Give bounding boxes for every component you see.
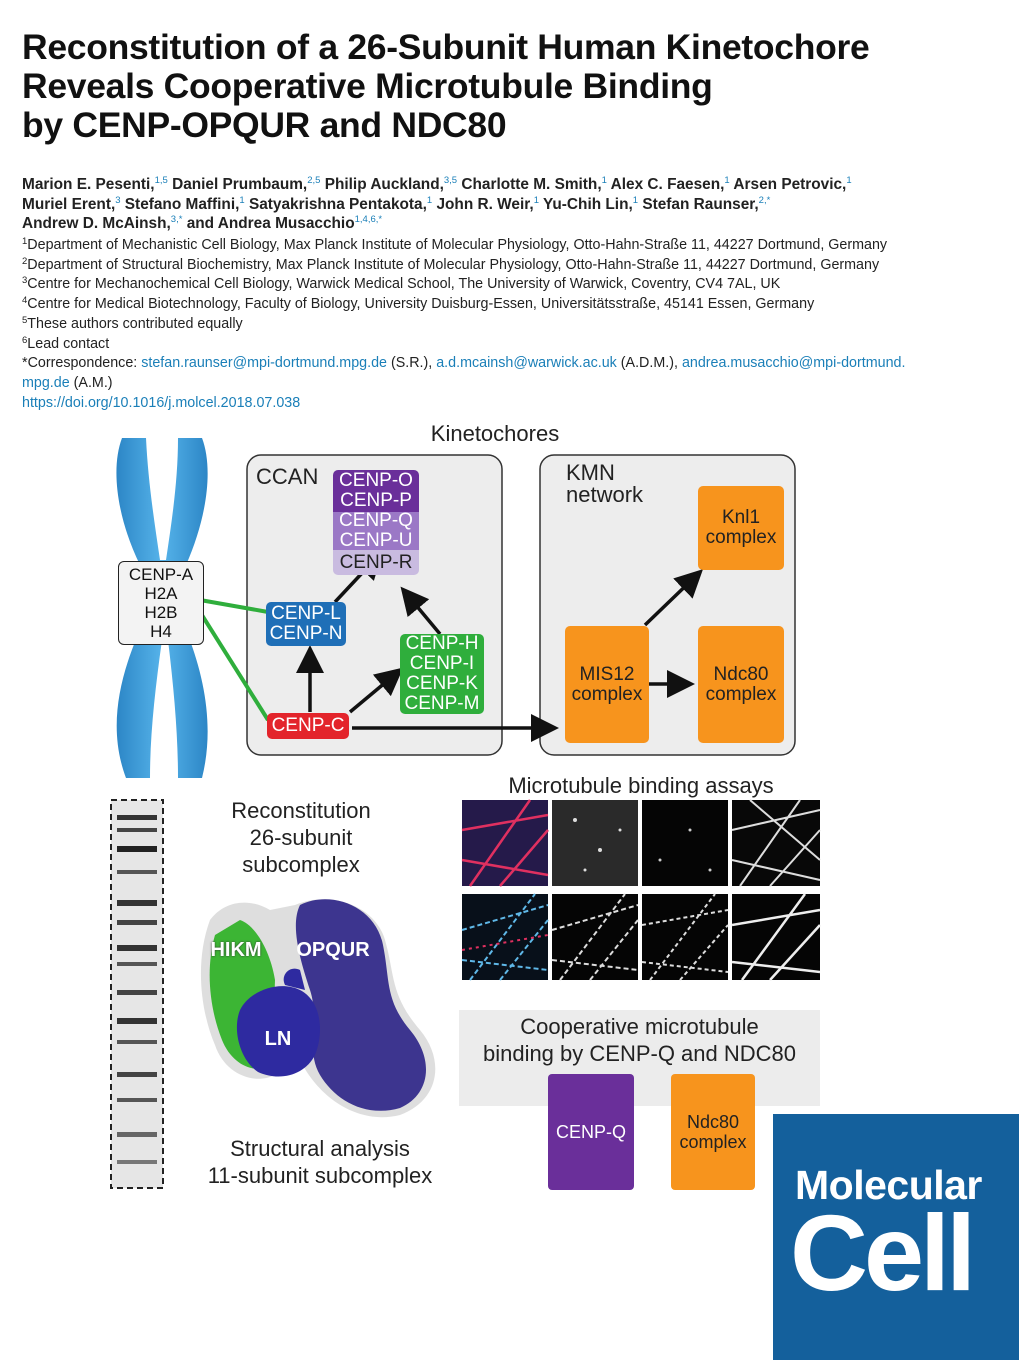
author[interactable]: Andrew D. McAinsh,3,* bbox=[22, 214, 183, 232]
doi-link[interactable]: https://doi.org/10.1016/j.molcel.2018.07… bbox=[22, 394, 301, 411]
author[interactable]: Daniel Prumbaum,2,5 bbox=[172, 175, 321, 193]
author[interactable]: Alex C. Faesen,1 bbox=[610, 175, 730, 193]
title-line-3: by CENP-OPQUR and NDC80 bbox=[22, 105, 507, 145]
author[interactable]: Satyakrishna Pentakota,1 bbox=[248, 194, 433, 213]
gel-image bbox=[110, 799, 164, 1189]
email-link[interactable]: stefan.raunser@mpi-dortmund.mpg.de bbox=[141, 355, 387, 372]
email-link[interactable]: andrea.musacchio@mpi-dortmund. bbox=[681, 355, 906, 372]
kinetochores-label: Kinetochores bbox=[430, 421, 560, 446]
affiliation: 3Centre for Mechanochemical Cell Biology… bbox=[22, 275, 781, 293]
title-line-2: Reveals Cooperative Microtubule Binding bbox=[22, 66, 713, 106]
cenp-q-box: CENP-Q bbox=[548, 1074, 634, 1190]
author[interactable]: Stefan Raunser,2,* bbox=[642, 194, 771, 213]
affiliation: 6Lead contact bbox=[22, 334, 110, 352]
cenp-c-box: CENP-C bbox=[267, 713, 349, 739]
mt-assays-title: Microtubule binding assays bbox=[508, 773, 774, 798]
affiliation: 1Department of Mechanistic Cell Biology,… bbox=[22, 236, 888, 253]
email-link[interactable]: a.d.mcainsh@warwick.ac.uk bbox=[436, 355, 617, 372]
author[interactable]: Yu-Chih Lin,1 bbox=[542, 194, 639, 213]
author[interactable]: John R. Weir,1 bbox=[436, 194, 539, 213]
title-line-1: Reconstitution of a 26-Subunit Human Kin… bbox=[22, 27, 870, 67]
opqur-em-label: OPQUR bbox=[296, 939, 370, 961]
author[interactable]: Stefano Maffini,1 bbox=[124, 194, 245, 213]
author[interactable]: Arsen Petrovic,1 bbox=[733, 175, 852, 193]
affiliation: 5These authors contributed equally bbox=[22, 314, 243, 332]
affiliation: 2Department of Structural Biochemistry, … bbox=[22, 255, 880, 273]
em-density-map bbox=[200, 899, 436, 1118]
hikm-em-label: HIKM bbox=[210, 939, 262, 961]
cenp-r-box: CENP-R bbox=[333, 550, 419, 575]
email-link[interactable]: mpg.de bbox=[22, 374, 70, 391]
affiliations: 1Department of Mechanistic Cell Biology,… bbox=[22, 236, 1012, 413]
affiliation: 4Centre for Medical Biotechnology, Facul… bbox=[22, 295, 815, 313]
ln-em-label: LN bbox=[264, 1028, 292, 1050]
paper-title: Reconstitution of a 26-Subunit Human Kin… bbox=[22, 28, 1002, 145]
author-list: Marion E. Pesenti,1,5 Daniel Prumbaum,2,… bbox=[22, 175, 1007, 234]
author[interactable]: Muriel Erent,3 bbox=[22, 194, 121, 213]
microtubule-image-grid bbox=[461, 799, 821, 981]
ccan-label: CCAN bbox=[256, 464, 319, 489]
author[interactable]: Philip Auckland,3,5 bbox=[324, 175, 458, 193]
cooperative-panel bbox=[459, 1010, 820, 1106]
author[interactable]: Charlotte M. Smith,1 bbox=[461, 175, 607, 193]
author[interactable]: Marion E. Pesenti,1,5 bbox=[22, 175, 168, 193]
logo-line-1: Molecular bbox=[795, 1162, 982, 1208]
logo-line-2: Cell bbox=[790, 1192, 976, 1313]
molecular-cell-logo[interactable]: Molecular Cell bbox=[773, 1114, 1019, 1360]
correspondence: *Correspondence: stefan.raunser@mpi-dort… bbox=[22, 355, 906, 391]
author[interactable]: and Andrea Musacchio1,4,6,* bbox=[186, 214, 383, 232]
